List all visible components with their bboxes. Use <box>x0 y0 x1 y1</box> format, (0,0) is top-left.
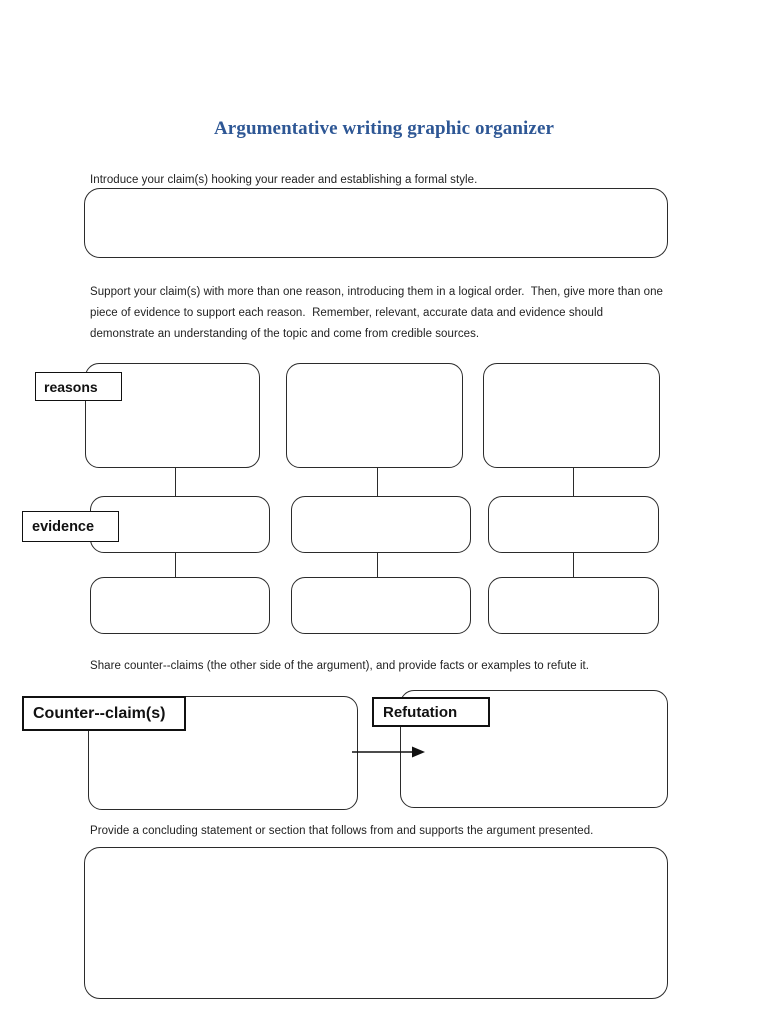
counterclaim-label: Counter--claim(s) <box>22 696 186 731</box>
arrow-right-icon <box>352 744 430 760</box>
intro-answer-box[interactable] <box>84 188 668 258</box>
conclusion-instruction-text: Provide a concluding statement or sectio… <box>90 825 594 837</box>
connector-line-reason1-evidence1a <box>175 468 176 496</box>
conclusion-answer-box[interactable] <box>84 847 668 999</box>
evidence-box-1b[interactable] <box>90 577 270 634</box>
evidence-box-2b[interactable] <box>291 577 471 634</box>
evidence-label: evidence <box>22 511 119 542</box>
evidence-box-3b[interactable] <box>488 577 659 634</box>
support-instruction-text: Support your claim(s) with more than one… <box>90 286 667 340</box>
reason-box-3[interactable] <box>483 363 660 468</box>
connector-line-evidence1a-evidence1b <box>175 553 176 577</box>
evidence-box-2a[interactable] <box>291 496 471 553</box>
evidence-box-3a[interactable] <box>488 496 659 553</box>
reasons-label: reasons <box>35 372 122 401</box>
reason-box-1[interactable] <box>85 363 260 468</box>
reason-box-2[interactable] <box>286 363 463 468</box>
page-title: Argumentative writing graphic organizer <box>213 118 555 139</box>
counterclaim-instruction-text: Share counter--claims (the other side of… <box>90 660 590 672</box>
connector-line-evidence3a-evidence3b <box>573 553 574 577</box>
connector-line-evidence2a-evidence2b <box>377 553 378 577</box>
connector-line-reason2-evidence2a <box>377 468 378 496</box>
connector-line-reason3-evidence3a <box>573 468 574 496</box>
evidence-box-1a[interactable] <box>90 496 270 553</box>
intro-instruction-text: Introduce your claim(s) hooking your rea… <box>90 174 478 186</box>
refutation-label: Refutation <box>372 697 490 727</box>
